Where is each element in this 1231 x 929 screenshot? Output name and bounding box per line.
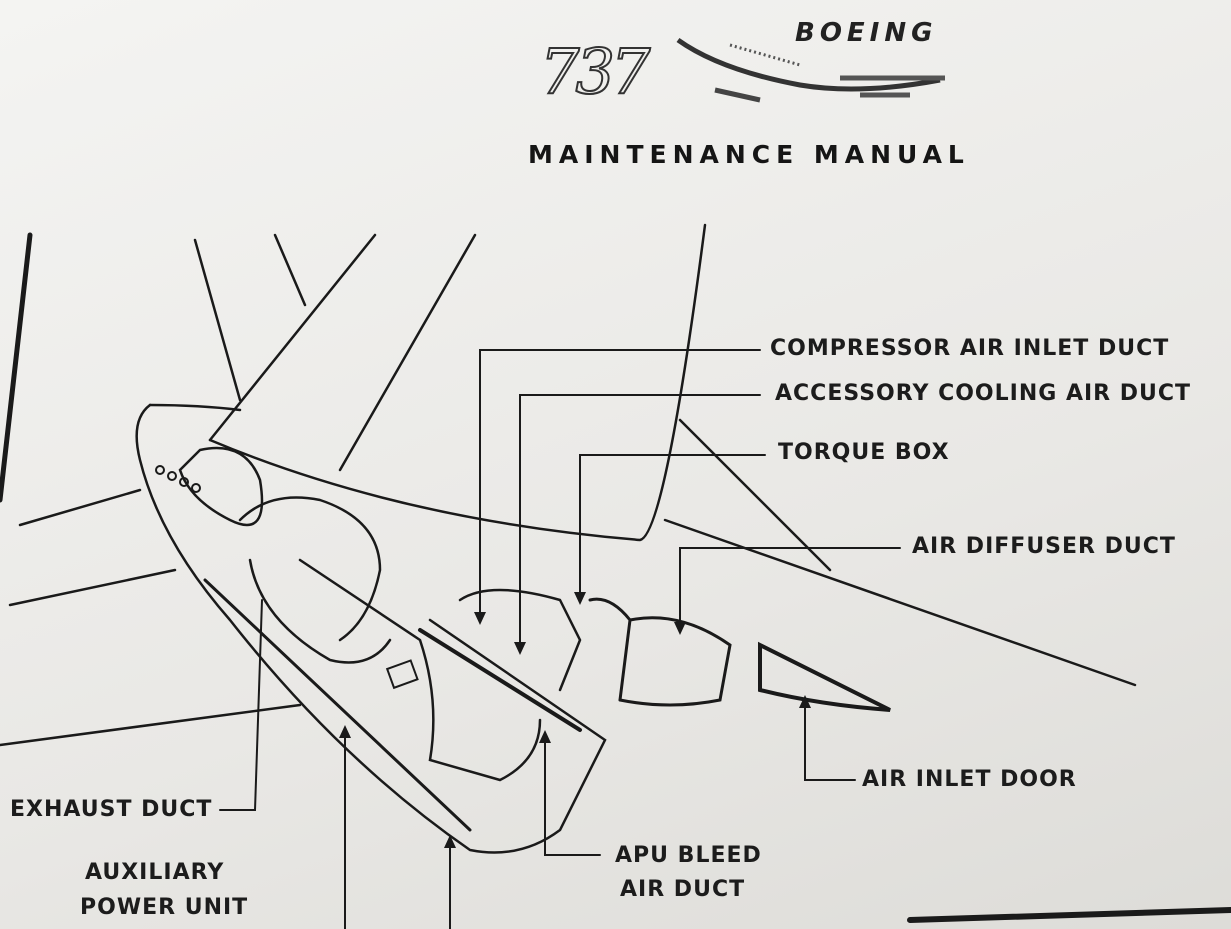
label-torque-box: TORQUE BOX (778, 440, 950, 465)
model-logo: 737 (539, 34, 651, 109)
label-apu-bleed-line2: AIR DUCT (620, 877, 746, 902)
manual-title: MAINTENANCE MANUAL (528, 140, 970, 169)
label-apu-bleed-line1: APU BLEED (615, 843, 762, 868)
label-air-diffuser-duct: AIR DIFFUSER DUCT (912, 534, 1176, 559)
label-exhaust-duct: EXHAUST DUCT (10, 797, 213, 822)
label-air-inlet-door: AIR INLET DOOR (862, 767, 1077, 792)
brand-logo: BOEING (795, 18, 938, 48)
label-accessory-cooling-air-duct: ACCESSORY COOLING AIR DUCT (775, 381, 1192, 406)
label-apu-line1: AUXILIARY (85, 860, 225, 885)
label-compressor-air-inlet-duct: COMPRESSOR AIR INLET DUCT (770, 336, 1170, 361)
label-apu-line2: POWER UNIT (80, 895, 249, 920)
